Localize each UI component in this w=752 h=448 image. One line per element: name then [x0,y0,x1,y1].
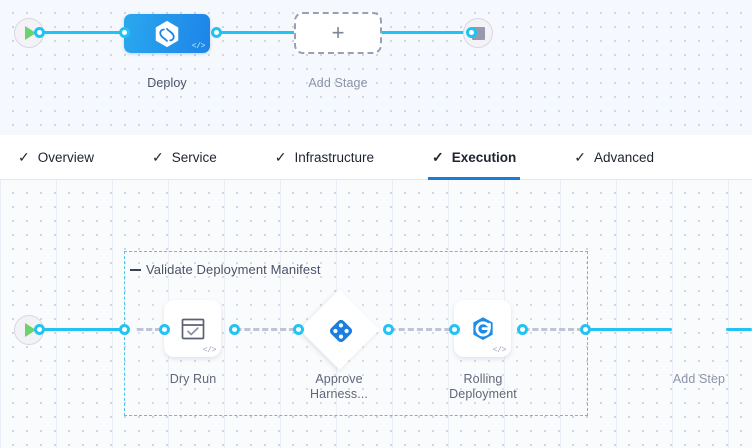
plus-icon: + [331,20,345,45]
code-badge-icon: </> [191,42,206,51]
exec-port-rolling-out[interactable] [517,324,528,335]
exec-edge-group-to-addstep [590,328,672,331]
exec-port-group-out[interactable] [580,324,591,335]
rolling-deployment-icon [472,316,493,340]
tab-label: Infrastructure [294,149,375,165]
check-icon: ✓ [574,149,586,165]
stage-node-deploy[interactable]: </> [124,14,210,53]
tab-overview[interactable]: ✓ Overview [14,135,98,179]
tab-label: Execution [451,149,517,165]
exec-port-approve-out[interactable] [383,324,394,335]
execution-canvas[interactable]: Validate Deployment Manifest </> Dry Run [0,180,752,448]
tab-service[interactable]: ✓ Service [148,135,221,179]
stage-port-end[interactable] [466,27,477,38]
exec-edge-group-to-dryrun [136,328,162,331]
exec-edge-approve-to-rolling [388,328,456,331]
tab-infrastructure[interactable]: ✓ Infrastructure [271,135,378,179]
play-icon [25,323,36,337]
check-icon: ✓ [152,149,164,165]
add-stage-label: Add Stage [308,76,368,90]
minus-icon[interactable] [130,268,141,271]
step-node-dry-run[interactable]: </> [164,300,221,357]
play-icon [25,26,36,40]
exec-edge-dryrun-to-approve [234,328,296,331]
tab-label: Advanced [594,149,655,165]
tab-label: Service [171,149,217,165]
add-stage-button[interactable]: + [294,12,382,54]
code-badge-icon: </> [202,346,217,355]
exec-port-approve-in[interactable] [293,324,304,335]
step-group-title: Validate Deployment Manifest [146,262,321,277]
step-label-dry-run: Dry Run [169,372,217,386]
stage-edge-start-to-deploy [38,31,134,34]
step-label-approve-harness: Approve Harness... [310,372,368,401]
pipeline-start-node[interactable] [14,18,44,48]
exec-port-group-in[interactable] [119,324,130,335]
exec-port-dryrun-out[interactable] [229,324,240,335]
stage-canvas[interactable]: </> Deploy + Add Stage [0,0,752,135]
code-badge-icon: </> [492,346,507,355]
check-icon: ✓ [18,149,30,165]
stage-port-deploy-out[interactable] [211,27,222,38]
harness-approval-diamond-icon [328,318,354,344]
step-node-rolling-deployment[interactable]: </> [454,300,511,357]
stage-port-deploy-in[interactable] [119,27,130,38]
harness-hexagon-infinity-icon [155,20,179,47]
stage-edge-addstage-to-end [378,31,470,34]
exec-port-dryrun-in[interactable] [159,324,170,335]
add-step-label: Add Step [672,372,726,386]
stage-tab-bar: ✓ Overview ✓ Service ✓ Infrastructure ✓ … [0,135,752,180]
stage-edge-deploy-to-addstage [216,31,298,34]
check-icon: ✓ [274,149,287,165]
exec-edge-rolling-to-groupend [522,328,584,331]
exec-port-start[interactable] [34,324,45,335]
step-label-rolling-deployment: Rolling Deployment [449,372,517,401]
tab-execution[interactable]: ✓ Execution [428,135,521,180]
step-group-header[interactable]: Validate Deployment Manifest [130,262,321,277]
exec-edge-start-to-group [38,328,128,331]
check-icon: ✓ [432,149,444,165]
tab-label: Overview [37,149,94,165]
stage-label-deploy: Deploy [147,76,187,90]
exec-edge-addstep-out [726,328,752,331]
exec-port-rolling-in[interactable] [449,324,460,335]
tab-advanced[interactable]: ✓ Advanced [570,135,658,179]
stage-port-start[interactable] [34,27,45,38]
verify-checkbox-icon [181,318,204,339]
